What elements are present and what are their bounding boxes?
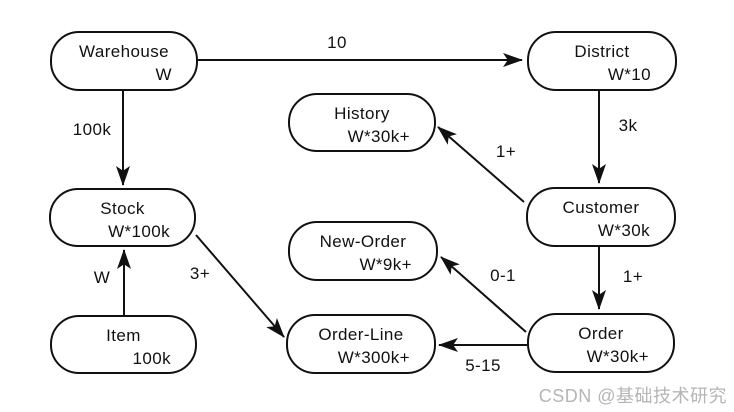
edge-label-order-order-line: 5-15 (465, 356, 501, 375)
node-district: District W*10 (527, 31, 677, 91)
node-history-count: W*30k+ (347, 127, 410, 146)
edge-label-warehouse-district: 10 (327, 33, 347, 52)
node-warehouse: Warehouse W (50, 31, 198, 91)
node-new-order: New-Order W*9k+ (288, 221, 438, 281)
node-new-order-count: W*9k+ (359, 255, 412, 274)
node-history-name: History (334, 104, 390, 123)
node-order-line-count: W*300k+ (337, 348, 410, 367)
node-customer-count: W*30k (597, 221, 650, 240)
node-order-line: Order-Line W*300k+ (286, 314, 436, 374)
edge-label-district-customer: 3k (618, 116, 638, 135)
edge-label-warehouse-stock: 100k (72, 120, 112, 139)
edge-customer-history-line (437, 126, 525, 203)
node-history: History W*30k+ (288, 93, 436, 152)
edge-label-customer-history: 1+ (495, 142, 517, 161)
edge-label-order-new-order: 0-1 (490, 266, 516, 285)
node-order-count: W*30k+ (586, 347, 649, 366)
node-stock: Stock W*100k (49, 188, 196, 247)
edge-stock-order-line-line (195, 234, 285, 338)
node-district-name: District (574, 42, 630, 61)
node-order-name: Order (578, 324, 624, 343)
node-warehouse-name: Warehouse (79, 42, 169, 61)
node-item-name: Item (106, 326, 141, 345)
node-warehouse-count: W (155, 65, 172, 84)
node-stock-name: Stock (100, 199, 145, 218)
node-stock-count: W*100k (108, 222, 170, 241)
edge-label-item-stock: W (93, 268, 111, 287)
node-order: Order W*30k+ (527, 313, 675, 373)
node-item: Item 100k (50, 315, 197, 374)
node-district-count: W*10 (607, 65, 651, 84)
node-order-line-name: Order-Line (318, 325, 404, 344)
node-new-order-name: New-Order (319, 232, 407, 251)
csdn-watermark: CSDN @基础技术研究 (538, 386, 727, 406)
node-customer-name: Customer (562, 198, 640, 217)
edge-label-customer-order: 1+ (622, 267, 644, 286)
edge-label-stock-order-line: 3+ (189, 264, 211, 283)
node-customer: Customer W*30k (526, 187, 676, 247)
node-item-count: 100k (132, 349, 171, 368)
